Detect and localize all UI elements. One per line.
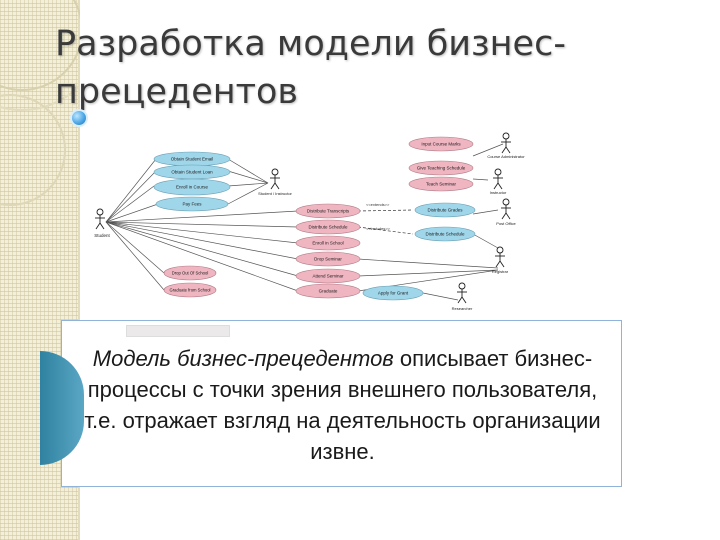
slide-title: Разработка модели бизнес-прецедентов (55, 24, 566, 112)
use-case: Apply for Grant (362, 285, 424, 301)
use-case: Graduate (295, 283, 361, 299)
actor-icon (495, 246, 505, 268)
use-case: Give Teaching Schedule (408, 160, 474, 176)
actor-label: Course Administrator (487, 154, 525, 159)
actor-label: Post Office (496, 221, 516, 226)
use-case-label: Distribute Schedule (308, 225, 348, 230)
actor-label: Researcher (452, 306, 473, 311)
actor-label: Student (94, 233, 110, 238)
actor-icon (95, 208, 105, 230)
use-case: Attend Seminar (295, 268, 361, 284)
association-lines (105, 143, 504, 301)
actor-label: Registrar (492, 269, 509, 274)
use-case: Enroll in School (295, 235, 361, 251)
actor-label: Student / Instructor (258, 191, 292, 196)
title-bullet-icon (72, 111, 86, 125)
use-case-label: Apply for Grant (378, 291, 409, 296)
actor-icon (270, 168, 280, 190)
use-case-label: Drop Seminar (314, 257, 342, 262)
use-case-label: Attend Seminar (312, 274, 344, 279)
description-body: описывает бизнес-процессы с точки зрения… (84, 346, 601, 464)
use-case-label: Enroll in School (312, 241, 343, 246)
use-case: Distribute Schedule (295, 219, 361, 235)
use-case-label: Input Course Marks (421, 142, 461, 147)
description-text: Модель бизнес-прецедентов описывает бизн… (72, 343, 613, 467)
description-box: Модель бизнес-прецедентов описывает бизн… (40, 320, 622, 487)
use-case: Distribute Schedule (414, 226, 476, 242)
use-case: Enroll in Course (153, 178, 231, 196)
actor-icon (457, 282, 467, 304)
actor-icon (501, 198, 511, 220)
use-case-label: Pay Fees (182, 202, 202, 207)
description-term: Модель бизнес-прецедентов (92, 346, 394, 371)
actor-label: Instructor (490, 190, 507, 195)
use-case: Obtain Student Loan (153, 164, 231, 180)
use-case-label: Enroll in Course (176, 185, 209, 190)
use-case-label: Distribute Transcripts (307, 209, 350, 214)
use-case: Drop Out Of School (163, 265, 217, 281)
use-case: Input Course Marks (408, 136, 474, 152)
use-case-label: Drop Out Of School (172, 271, 209, 276)
actor-icon (493, 168, 503, 190)
use-case-label: Distribute Grades (427, 208, 463, 213)
use-case-label: Give Teaching Schedule (417, 166, 466, 171)
use-case-label: Obtain Student Loan (171, 170, 213, 175)
use-case: Distribute Transcripts (295, 203, 361, 219)
use-case-label: Obtain Student Email (171, 157, 214, 162)
placeholder-bar (126, 325, 230, 337)
stereotype-label: <<includes>> (366, 226, 391, 231)
decorative-arcs (0, 0, 80, 206)
use-case: Obtain Student Email (153, 151, 231, 167)
use-case-label: Graduate from School (170, 288, 211, 293)
use-case: Pay Fees (155, 196, 229, 212)
dependency-lines (357, 209, 414, 235)
use-case: Teach Seminar (408, 176, 474, 192)
stripe-edge (78, 0, 80, 540)
stereotype-label: <<extends>> (366, 202, 390, 207)
use-case-diagram: <<extends>> <<includes>> Obtain Student … (94, 132, 525, 311)
use-case: Graduate from School (163, 282, 217, 298)
use-case: Drop Seminar (295, 251, 361, 267)
use-case-label: Teach Seminar (426, 182, 457, 187)
actor-icon (501, 132, 511, 154)
use-case: Distribute Grades (414, 202, 476, 218)
use-case-label: Graduate (319, 289, 338, 294)
use-case-label: Distribute Schedule (425, 232, 465, 237)
